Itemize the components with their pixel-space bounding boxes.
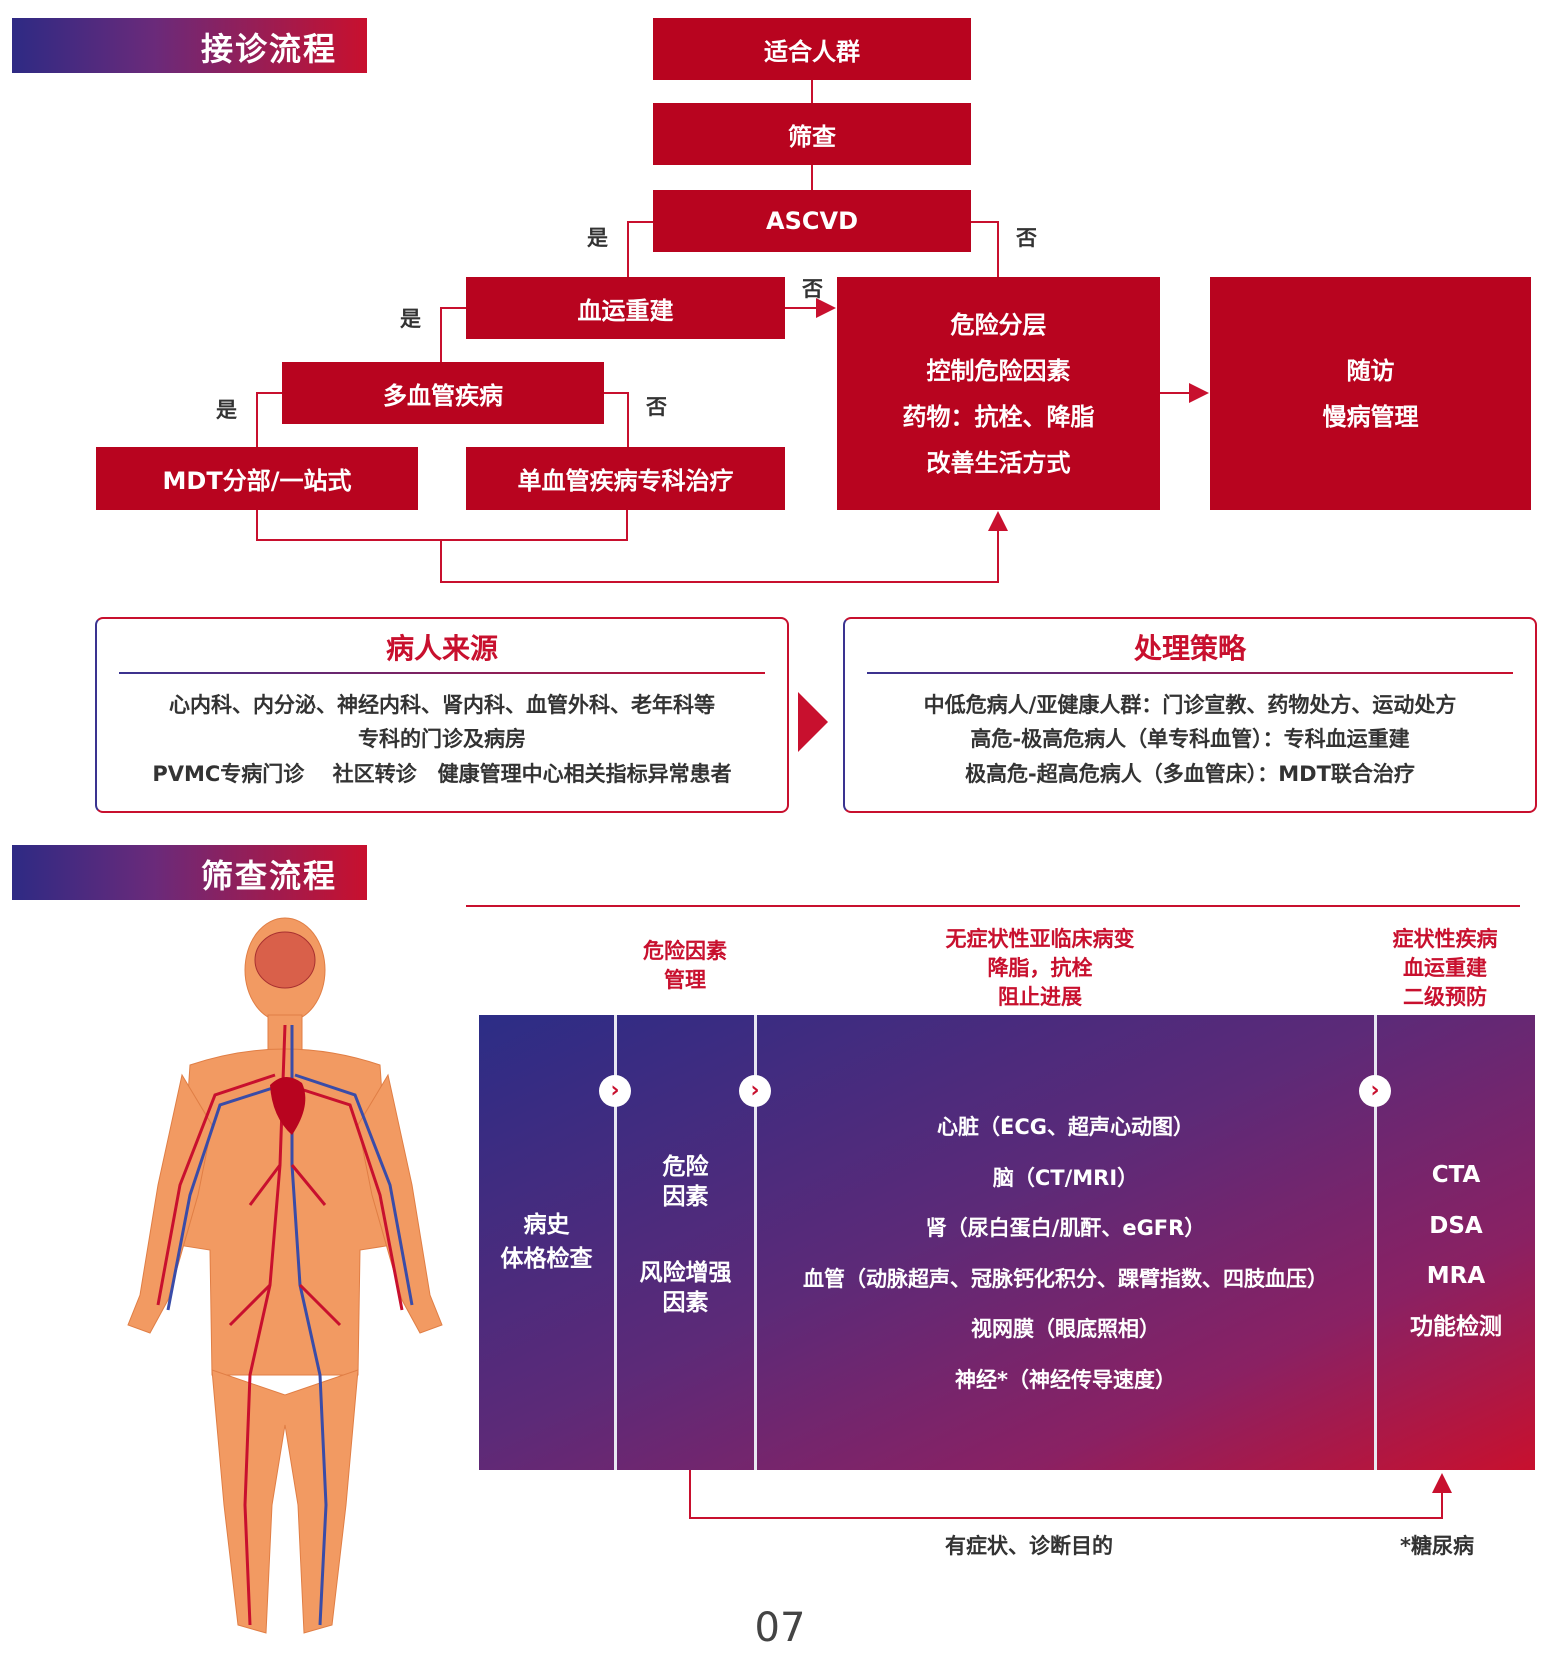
follow-up-box: 随访 慢病管理: [1210, 277, 1531, 510]
exam-item: 心脏（ECG、超声心动图）: [937, 1115, 1194, 1139]
screening-flow-title: 筛查流程: [200, 857, 337, 895]
stage-symptomatic-line: 症状性疾病: [1392, 927, 1498, 951]
follow-line: 随访: [1346, 356, 1395, 385]
mdt-box: MDT分部/一站式: [96, 447, 418, 510]
strategy-title: 处理策略: [1133, 632, 1246, 665]
stage-symptomatic-line: 二级预防: [1403, 985, 1487, 1009]
single-vessel-treatment-box: 单血管疾病专科治疗: [466, 447, 785, 510]
suitable-population-label: 适合人群: [764, 37, 860, 66]
suitable-population-box: 适合人群: [653, 18, 971, 80]
risk-enhancer-line: 风险增强: [639, 1260, 732, 1286]
strategy-panel: 处理策略 中低危病人/亚健康人群：门诊宣教、药物处方、运动处方 高危-极高危病人…: [843, 617, 1537, 813]
symptomatic-bypass-connector: [689, 1470, 1452, 1519]
mdt-label: MDT分部/一站式: [162, 467, 352, 495]
chevron-right-icon: ›: [1359, 1075, 1391, 1107]
imaging-item: MRA: [1426, 1263, 1486, 1289]
column-separator: [1374, 1015, 1377, 1470]
risk-factor-cell: 危险 因素: [617, 1152, 754, 1212]
consult-flow-title: 接诊流程: [200, 30, 337, 68]
stage-risk-line: 危险因素: [643, 939, 727, 963]
multi-vessel-disease-box: 多血管疾病: [282, 362, 604, 424]
stage-subclinical-header: 无症状性亚临床病变 降脂，抗栓 阻止进展: [880, 925, 1200, 1012]
history-line: 体格检查: [500, 1246, 593, 1272]
single-vessel-treatment-label: 单血管疾病专科治疗: [517, 467, 734, 495]
risk-line: 改善生活方式: [926, 448, 1071, 477]
patient-source-line: PVMC专病门诊 社区转诊 健康管理中心相关指标异常患者: [152, 762, 732, 786]
follow-line: 慢病管理: [1322, 402, 1419, 431]
revascularization-box: 血运重建: [466, 277, 785, 339]
diabetes-footnote: *糖尿病: [1400, 1534, 1474, 1558]
risk-line: 药物：抗栓、降脂: [902, 402, 1095, 431]
screening-label: 筛查: [788, 122, 836, 151]
strategy-line: 极高危-超高危病人（多血管床）：MDT联合治疗: [965, 762, 1415, 786]
revascularization-label: 血运重建: [577, 296, 674, 325]
no-label: 否: [802, 277, 823, 301]
arrow-right-icon: [798, 692, 828, 752]
multi-vessel-disease-label: 多血管疾病: [383, 381, 503, 410]
no-label: 否: [1016, 226, 1037, 250]
stage-subclinical-line: 降脂，抗栓: [987, 956, 1093, 980]
exam-item: 视网膜（眼底照相）: [971, 1317, 1160, 1341]
patient-source-title: 病人来源: [385, 632, 498, 665]
yes-label: 是: [216, 398, 237, 422]
risk-enhancer-cell: 风险增强 因素: [617, 1258, 754, 1318]
imaging-item: DSA: [1429, 1212, 1483, 1239]
chevron-right-icon: ›: [599, 1075, 631, 1107]
risk-line: 危险分层: [950, 310, 1047, 339]
stage-risk-line: 管理: [664, 968, 706, 992]
stage-subclinical-line: 阻止进展: [998, 985, 1082, 1009]
stage-symptomatic-line: 血运重建: [1403, 956, 1487, 980]
no-label: 否: [646, 395, 667, 419]
risk-factor-line: 因素: [662, 1184, 709, 1210]
imaging-cell: CTA DSA MRA 功能检测: [1377, 1150, 1535, 1352]
patient-source-line: 专科的门诊及病房: [358, 727, 526, 751]
exam-item: 神经*（神经传导速度）: [955, 1367, 1176, 1392]
ascvd-box: ASCVD: [653, 190, 971, 252]
consult-flow-banner: 接诊流程: [12, 18, 367, 73]
imaging-item: CTA: [1431, 1162, 1481, 1188]
risk-stratification-box: 危险分层 控制危险因素 药物：抗栓、降脂 改善生活方式: [837, 277, 1160, 510]
risk-enhancer-line: 因素: [662, 1290, 709, 1316]
strategy-line: 高危-极高危病人（单专科血管）：专科血运重建: [970, 727, 1410, 751]
screening-flow-banner: 筛查流程: [12, 845, 367, 900]
page-number: 07: [754, 1605, 806, 1651]
flowchart-connectors: [256, 80, 1209, 583]
imaging-item: 功能检测: [1410, 1313, 1502, 1340]
stage-subclinical-line: 无症状性亚临床病变: [945, 927, 1135, 951]
stage-symptomatic-header: 症状性疾病 血运重建 二级预防: [1365, 925, 1525, 1012]
history-line: 病史: [523, 1212, 570, 1238]
risk-line: 控制危险因素: [926, 356, 1071, 385]
ascvd-label: ASCVD: [766, 207, 858, 235]
divider: [119, 672, 765, 674]
chevron-right-icon: ›: [739, 1075, 771, 1107]
yes-label: 是: [400, 307, 421, 331]
patient-source-panel: 病人来源 心内科、内分泌、神经内科、肾内科、血管外科、老年科等 专科的门诊及病房…: [95, 617, 789, 813]
patient-source-line: 心内科、内分泌、神经内科、肾内科、血管外科、老年科等: [169, 693, 715, 717]
risk-factor-line: 危险: [662, 1154, 709, 1180]
symptomatic-diagnostic-label: 有症状、诊断目的: [945, 1534, 1113, 1558]
yes-label: 是: [587, 226, 608, 250]
divider: [867, 672, 1513, 674]
history-exam-cell: 病史 体格检查: [479, 1208, 614, 1276]
exam-item: 血管（动脉超声、冠脉钙化积分、踝臂指数、四肢血压）: [803, 1266, 1328, 1291]
exam-item: 肾（尿白蛋白/肌酐、eGFR）: [925, 1216, 1206, 1240]
screening-box: 筛查: [653, 103, 971, 165]
stage-risk-header: 危险因素 管理: [605, 937, 765, 995]
human-circulatory-illustration: [127, 917, 443, 1634]
exam-item: 脑（CT/MRI）: [992, 1165, 1139, 1190]
subclinical-exams-cell: 心脏（ECG、超声心动图） 脑（CT/MRI） 肾（尿白蛋白/肌酐、eGFR） …: [757, 1102, 1374, 1405]
divider: [466, 905, 1520, 907]
column-separator: [614, 1015, 617, 1470]
column-separator: [754, 1015, 757, 1470]
strategy-line: 中低危病人/亚健康人群：门诊宣教、药物处方、运动处方: [923, 693, 1457, 717]
